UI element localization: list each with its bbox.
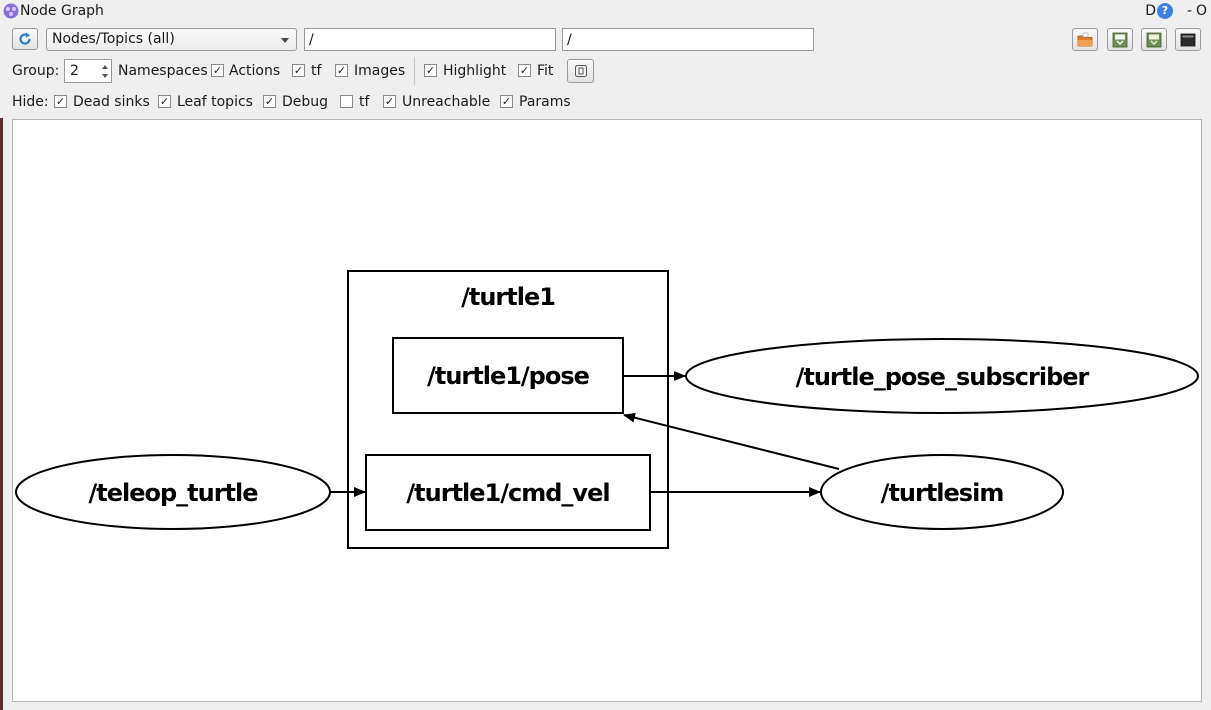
screenshot-button[interactable] bbox=[1175, 28, 1201, 51]
actions-checkbox[interactable]: ✓ bbox=[292, 64, 305, 77]
desktop-edge bbox=[0, 118, 3, 710]
refresh-icon bbox=[19, 32, 31, 45]
debug-checkbox[interactable]: ✓ bbox=[263, 95, 276, 108]
close-button[interactable]: O bbox=[1195, 3, 1207, 19]
node-graph[interactable]: /turtle1 /turtle1/pose /turtle1/cmd_vel … bbox=[13, 120, 1201, 701]
node-teleop-turtle-label: /teleop_turtle bbox=[88, 479, 258, 507]
tf-checkbox[interactable]: ✓ bbox=[335, 64, 348, 77]
namespaces-checkbox[interactable]: ✓ bbox=[211, 64, 224, 77]
topic-turtle1-cmd-vel-label: /turtle1/cmd_vel bbox=[406, 479, 609, 507]
actions-label: Actions bbox=[229, 63, 281, 79]
edge-turtlesim-to-pose[interactable] bbox=[623, 412, 840, 470]
node-turtle-pose-subscriber-label: /turtle_pose_subscriber bbox=[796, 363, 1090, 391]
hide-tf-checkbox[interactable] bbox=[340, 95, 353, 108]
highlight-label: Highlight bbox=[443, 63, 507, 79]
unreachable-checkbox[interactable]: ✓ bbox=[383, 95, 396, 108]
fit-in-view-button[interactable] bbox=[567, 59, 594, 83]
namespace-cluster-label: /turtle1 bbox=[461, 283, 555, 311]
view-mode-combobox[interactable]: Nodes/Topics (all) bbox=[46, 28, 297, 51]
title-letter[interactable]: D bbox=[1145, 3, 1156, 19]
dead-sinks-label: Dead sinks bbox=[73, 94, 150, 110]
namespace-cluster[interactable] bbox=[347, 270, 669, 549]
fit-checkbox[interactable]: ✓ bbox=[518, 64, 531, 77]
folder-open-icon bbox=[1077, 32, 1093, 47]
view-mode-value: Nodes/Topics (all) bbox=[52, 31, 175, 47]
save-dot-button[interactable] bbox=[1107, 28, 1133, 51]
help-icon[interactable]: ? bbox=[1157, 3, 1173, 19]
params-label: Params bbox=[519, 94, 571, 110]
screenshot-icon bbox=[1180, 33, 1196, 47]
group-label: Group: bbox=[12, 63, 60, 79]
minimize-button[interactable]: - bbox=[1186, 3, 1192, 19]
toolbar-separator bbox=[414, 57, 415, 85]
group-value: 2 bbox=[70, 63, 79, 79]
hide-tf-label: tf bbox=[359, 94, 370, 110]
spin-up-icon[interactable] bbox=[102, 65, 108, 69]
unreachable-label: Unreachable bbox=[402, 94, 491, 110]
node-turtlesim[interactable] bbox=[820, 454, 1064, 530]
group-spinbox[interactable]: 2 bbox=[64, 59, 112, 83]
node-turtle-pose-subscriber[interactable] bbox=[685, 338, 1199, 414]
window-title: Node Graph bbox=[20, 3, 104, 19]
node-turtlesim-label: /turtlesim bbox=[881, 479, 1004, 507]
topic-turtle1-pose-label: /turtle1/pose bbox=[427, 362, 590, 390]
spin-down-icon[interactable] bbox=[102, 74, 108, 78]
params-checkbox[interactable]: ✓ bbox=[500, 95, 513, 108]
save-dot-icon bbox=[1112, 32, 1128, 48]
highlight-checkbox[interactable]: ✓ bbox=[424, 64, 437, 77]
images-label: Images bbox=[354, 63, 406, 79]
topic-filter-input[interactable] bbox=[562, 28, 814, 51]
debug-label: Debug bbox=[282, 94, 329, 110]
save-svg-button[interactable] bbox=[1141, 28, 1167, 51]
app-logo-icon bbox=[3, 3, 19, 19]
hide-label: Hide: bbox=[12, 94, 49, 110]
fit-view-icon bbox=[575, 65, 587, 77]
load-dot-button[interactable] bbox=[1072, 28, 1098, 51]
dead-sinks-checkbox[interactable]: ✓ bbox=[54, 95, 67, 108]
leaf-topics-label: Leaf topics bbox=[177, 94, 253, 110]
tf-label: tf bbox=[311, 63, 322, 79]
chevron-down-icon bbox=[281, 38, 289, 43]
graph-canvas[interactable]: /turtle1 /turtle1/pose /turtle1/cmd_vel … bbox=[12, 119, 1202, 702]
leaf-topics-checkbox[interactable]: ✓ bbox=[158, 95, 171, 108]
namespace-filter-input[interactable] bbox=[304, 28, 556, 51]
fit-label: Fit bbox=[537, 63, 554, 79]
save-svg-icon bbox=[1146, 32, 1162, 48]
namespaces-label: Namespaces bbox=[118, 63, 208, 79]
refresh-button[interactable] bbox=[12, 28, 38, 50]
